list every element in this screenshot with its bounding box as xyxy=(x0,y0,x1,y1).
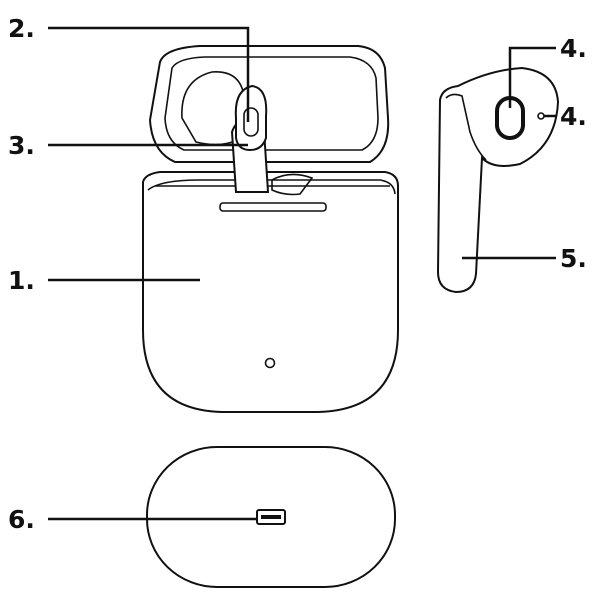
callout-4-bottom: 4. xyxy=(560,102,587,131)
callout-labels: 2. 3. 1. 4. 4. 5. 6. xyxy=(8,14,587,534)
case-hinge-slot xyxy=(219,202,327,212)
case-lid xyxy=(148,45,390,163)
case-led-indicator xyxy=(264,357,276,369)
case-earbud-left xyxy=(230,84,270,193)
callout-1: 1. xyxy=(8,266,35,295)
leader-line-2 xyxy=(48,26,250,122)
charging-case-open xyxy=(142,45,399,413)
leader-lines xyxy=(48,26,556,521)
case-earbud-right-tip xyxy=(271,173,314,196)
case-earbud-touch-pad xyxy=(243,107,259,137)
callout-6: 6. xyxy=(8,505,35,534)
usb-port-inner xyxy=(261,515,281,519)
callout-2: 2. xyxy=(8,14,35,43)
earbud-side-view xyxy=(436,66,560,294)
callout-5: 5. xyxy=(560,244,587,273)
case-earbud-head xyxy=(234,84,268,152)
leader-line-4-top xyxy=(508,46,556,108)
callout-3: 3. xyxy=(8,131,35,160)
callout-4-top: 4. xyxy=(560,34,587,63)
earbud-speaker-dot xyxy=(537,112,545,120)
charging-case-bottom-view xyxy=(146,446,396,588)
case-lid-inner xyxy=(164,56,379,151)
case-body xyxy=(142,171,399,413)
earbud-body-edge xyxy=(445,93,487,161)
case-rim xyxy=(147,179,396,195)
